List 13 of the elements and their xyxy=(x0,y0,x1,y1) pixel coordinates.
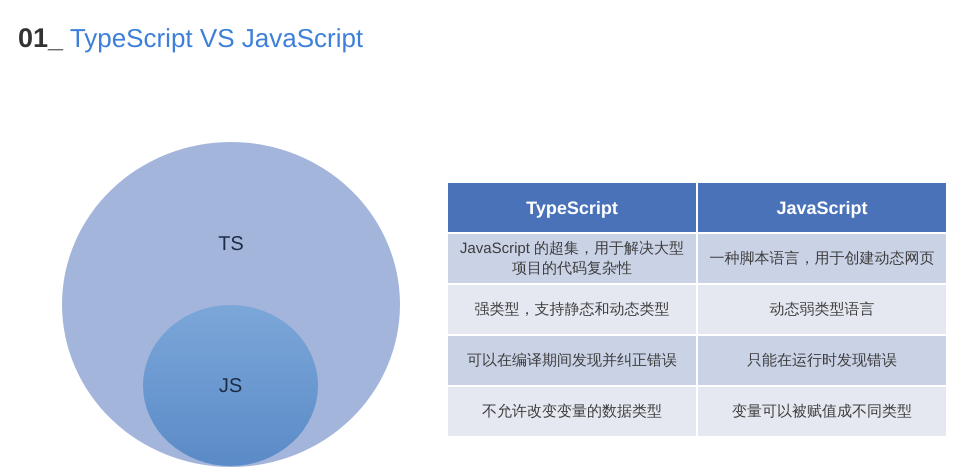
table-cell: 可以在编译期间发现并纠正错误 xyxy=(448,336,696,385)
table-cell: 只能在运行时发现错误 xyxy=(698,336,946,385)
slide-title: 01_ TypeScript VS JavaScript xyxy=(18,22,364,54)
table-cell: 不允许改变变量的数据类型 xyxy=(448,387,696,436)
table-cell: 一种脚本语言，用于创建动态网页 xyxy=(698,234,946,283)
table-cell: JavaScript 的超集，用于解决大型项目的代码复杂性 xyxy=(448,234,696,283)
set-label: TS xyxy=(218,232,244,256)
table-cell: 强类型，支持静态和动态类型 xyxy=(448,285,696,334)
table-header: JavaScript xyxy=(698,183,946,232)
table-header: TypeScript xyxy=(448,183,696,232)
table-cell: 动态弱类型语言 xyxy=(698,285,946,334)
set-label: JS xyxy=(218,374,242,398)
table-cell: 变量可以被赋值成不同类型 xyxy=(698,387,946,436)
